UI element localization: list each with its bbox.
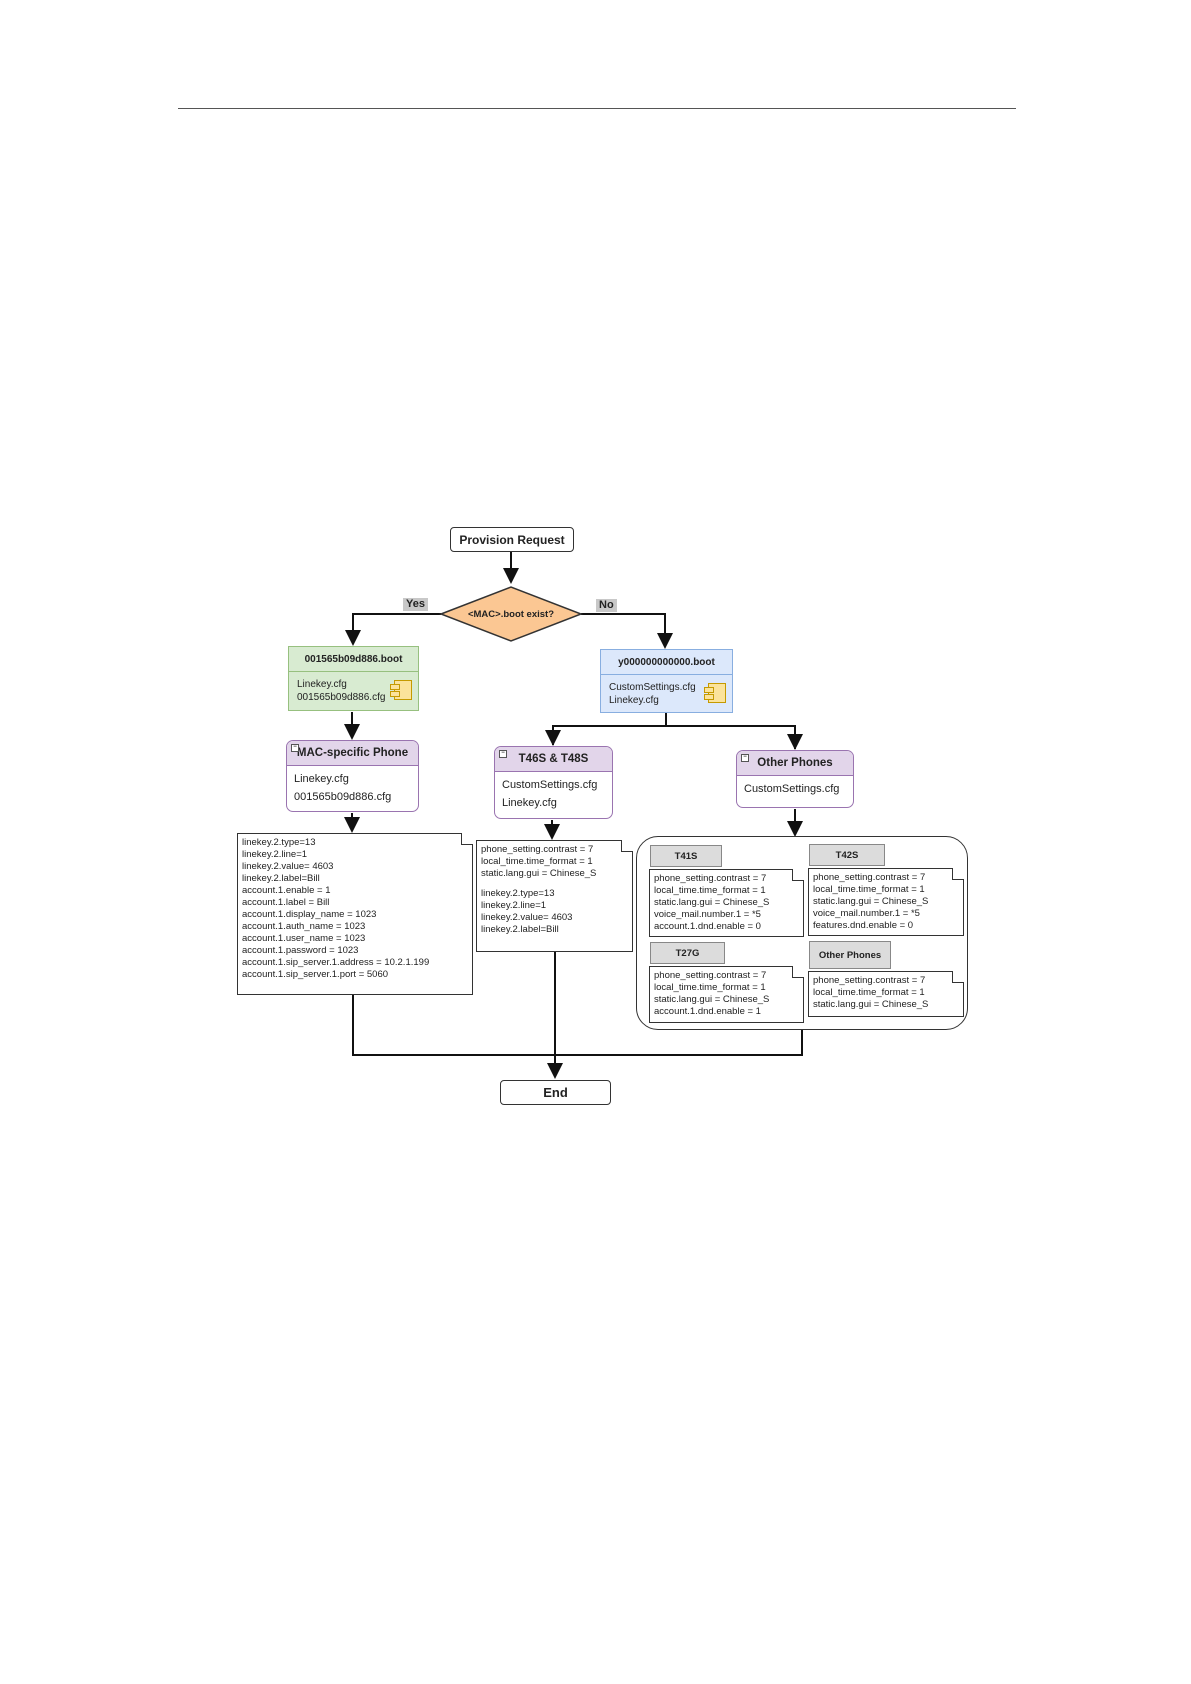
component-icon xyxy=(390,680,412,700)
common-boot-file-1: CustomSettings.cfg xyxy=(609,682,696,693)
note-line: local_time.time_format = 1 xyxy=(654,982,766,993)
t46-file-1: CustomSettings.cfg xyxy=(502,779,598,791)
mac-boot-file: 001565b09d886.boot Linekey.cfg 001565b09… xyxy=(288,646,419,711)
model-tab-other-phones: Other Phones xyxy=(809,941,891,969)
other-phones-group: −Other Phones CustomSettings.cfg xyxy=(736,750,854,808)
note-line: account.1.dnd.enable = 1 xyxy=(654,1006,761,1017)
note-line: account.1.display_name = 1023 xyxy=(242,909,377,920)
collapse-icon: − xyxy=(499,750,507,758)
model-tab-t27g: T27G xyxy=(650,942,725,964)
t46-config-note: phone_setting.contrast = 7 local_time.ti… xyxy=(476,840,633,952)
mac-boot-file-2: 001565b09d886.cfg xyxy=(297,692,386,703)
note-line: linekey.2.type=13 xyxy=(481,888,555,899)
note-fold xyxy=(952,971,964,983)
note-line: phone_setting.contrast = 7 xyxy=(654,970,767,981)
note-fold xyxy=(792,869,804,881)
other-phones-config-note: phone_setting.contrast = 7 local_time.ti… xyxy=(808,971,964,1017)
model-tab-t41s: T41S xyxy=(650,845,722,867)
note-line: linekey.2.value= 4603 xyxy=(242,861,334,872)
mac-boot-file-1: Linekey.cfg xyxy=(297,679,347,690)
note-line: linekey.2.label=Bill xyxy=(242,873,320,884)
mac-phone-file-1: Linekey.cfg xyxy=(294,773,349,785)
note-line: local_time.time_format = 1 xyxy=(813,987,925,998)
note-line: local_time.time_format = 1 xyxy=(813,884,925,895)
note-line: phone_setting.contrast = 7 xyxy=(813,872,926,883)
common-boot-file: y000000000000.boot CustomSettings.cfg Li… xyxy=(600,649,733,713)
note-line: linekey.2.type=13 xyxy=(242,837,316,848)
t27g-config-note: phone_setting.contrast = 7 local_time.ti… xyxy=(649,966,804,1023)
note-line: linekey.2.line=1 xyxy=(481,900,547,911)
note-fold xyxy=(952,868,964,880)
decision-diamond xyxy=(438,586,584,642)
t42s-config-note: phone_setting.contrast = 7 local_time.ti… xyxy=(808,868,964,936)
note-line: voice_mail.number.1 = *5 xyxy=(813,908,920,919)
common-boot-title: y000000000000.boot xyxy=(601,650,732,675)
start-node: Provision Request xyxy=(450,527,574,552)
other-phones-file-1: CustomSettings.cfg xyxy=(744,783,840,795)
collapse-icon: − xyxy=(291,744,299,752)
mac-phone-group: −MAC-specific Phone Linekey.cfg 001565b0… xyxy=(286,740,419,812)
no-label: No xyxy=(596,599,617,612)
mac-boot-title: 001565b09d886.boot xyxy=(289,647,418,672)
note-line: phone_setting.contrast = 7 xyxy=(654,873,767,884)
t46-title: T46S & T48S xyxy=(518,753,589,765)
component-icon xyxy=(704,683,726,703)
t46-file-2: Linekey.cfg xyxy=(502,797,557,809)
note-line: account.1.password = 1023 xyxy=(242,945,359,956)
model-tab-t42s: T42S xyxy=(809,844,885,866)
t41s-config-note: phone_setting.contrast = 7 local_time.ti… xyxy=(649,869,804,937)
note-line: account.1.sip_server.1.port = 5060 xyxy=(242,969,389,980)
yes-label: Yes xyxy=(403,598,428,611)
note-fold xyxy=(792,966,804,978)
note-line: static.lang.gui = Chinese_S xyxy=(813,896,929,907)
note-fold xyxy=(621,840,633,852)
mac-config-note: linekey.2.type=13 linekey.2.line=1 linek… xyxy=(237,833,473,995)
note-line: features.dnd.enable = 0 xyxy=(813,920,914,931)
note-line: static.lang.gui = Chinese_S xyxy=(813,999,929,1010)
common-boot-file-2: Linekey.cfg xyxy=(609,695,659,706)
note-line: phone_setting.contrast = 7 xyxy=(813,975,926,986)
note-line: account.1.auth_name = 1023 xyxy=(242,921,366,932)
note-line: linekey.2.label=Bill xyxy=(481,924,559,935)
note-line: account.1.sip_server.1.address = 10.2.1.… xyxy=(242,957,430,968)
collapse-icon: − xyxy=(741,754,749,762)
mac-phone-title: MAC-specific Phone xyxy=(296,747,409,759)
merge-line xyxy=(352,994,803,1056)
mac-phone-file-2: 001565b09d886.cfg xyxy=(294,791,392,803)
note-line: static.lang.gui = Chinese_S xyxy=(481,868,597,879)
other-phones-title: Other Phones xyxy=(757,757,833,769)
decision-label: <MAC>.boot exist? xyxy=(467,608,555,620)
note-line: voice_mail.number.1 = *5 xyxy=(654,909,761,920)
note-line: linekey.2.value= 4603 xyxy=(481,912,573,923)
t46-group: − T46S & T48S CustomSettings.cfg Linekey.… xyxy=(494,746,613,819)
arrow-no xyxy=(581,613,673,649)
note-line: static.lang.gui = Chinese_S xyxy=(654,897,770,908)
note-fold xyxy=(461,833,473,845)
note-line: linekey.2.line=1 xyxy=(242,849,308,860)
note-line: phone_setting.contrast = 7 xyxy=(481,844,594,855)
note-line: account.1.label = Bill xyxy=(242,897,330,908)
note-line: account.1.enable = 1 xyxy=(242,885,331,896)
end-node: End xyxy=(500,1080,611,1105)
note-line: account.1.dnd.enable = 0 xyxy=(654,921,761,932)
note-line: local_time.time_format = 1 xyxy=(481,856,593,867)
note-line: account.1.user_name = 1023 xyxy=(242,933,366,944)
note-line: static.lang.gui = Chinese_S xyxy=(654,994,770,1005)
arrow-yes xyxy=(345,613,441,646)
header-rule xyxy=(178,108,1016,109)
note-line: local_time.time_format = 1 xyxy=(654,885,766,896)
